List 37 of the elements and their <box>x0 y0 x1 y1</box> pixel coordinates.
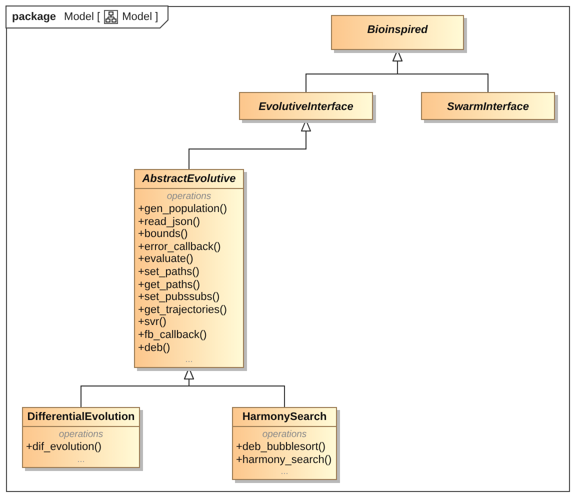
class-name: HarmonySearch <box>233 408 336 427</box>
class-name: SwarmInterface <box>446 100 530 115</box>
class-box <box>331 15 464 50</box>
class-box <box>134 169 244 368</box>
operation: +deb() <box>137 342 172 354</box>
ellipsis: ... <box>184 354 194 366</box>
diagram-name: Model ] <box>122 11 158 23</box>
operation: +fb_callback() <box>137 328 208 342</box>
class-name: Bioinspired <box>366 23 429 38</box>
operation: +error_callback() <box>137 240 222 254</box>
operation: +bounds() <box>137 228 189 241</box>
ellipsis: ... <box>280 466 290 478</box>
operation: +dif_evolution() <box>25 441 103 454</box>
package-frame <box>6 6 570 492</box>
operation: +get_trajectories() <box>137 304 228 316</box>
operation: +svr() <box>137 316 168 329</box>
operation: +evaluate() <box>137 253 194 266</box>
class-box <box>232 407 337 480</box>
class-name: EvolutiveInterface <box>258 100 354 115</box>
operation: +get_paths() <box>137 278 202 292</box>
compartment-label: operations <box>261 429 308 441</box>
package-keyword: package <box>12 11 56 23</box>
operation: +set_paths() <box>137 266 200 279</box>
class-box <box>421 92 555 120</box>
operation: +gen_population() <box>137 203 228 216</box>
operation: +set_pubssubs() <box>137 291 221 304</box>
compartment-label: operations <box>58 429 104 441</box>
operation: +harmony_search() <box>235 454 333 466</box>
class-box <box>22 407 140 468</box>
operation: +deb_bubblesort() <box>235 441 327 454</box>
compartment-label: operations <box>166 191 212 203</box>
package-name: Model [ <box>64 11 100 23</box>
class-box <box>239 92 373 120</box>
ellipsis: ... <box>76 454 86 466</box>
class-name: DifferentialEvolution <box>23 408 139 427</box>
operation: +read_json() <box>137 216 202 228</box>
class-name: AbstractEvolutive <box>135 170 243 189</box>
